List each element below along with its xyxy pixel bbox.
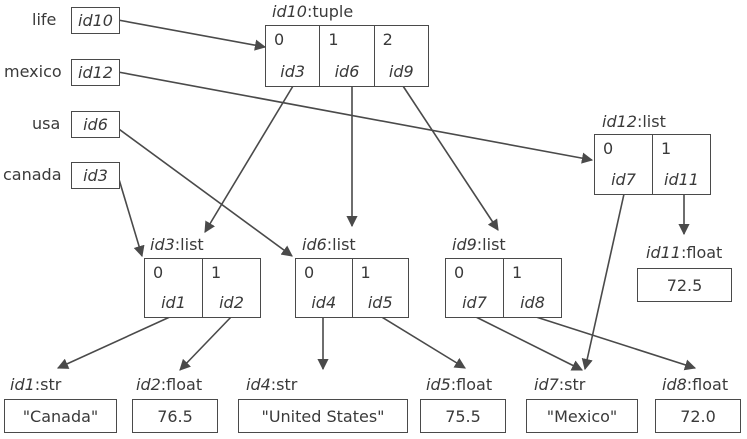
arrow-canada-to-id3 (117, 175, 145, 258)
float-value-id5: 75.5 (420, 399, 506, 433)
float-value-id8: 72.0 (655, 399, 741, 433)
object-caption-id10: id10:tuple (272, 2, 354, 21)
float-value-id2: 76.5 (132, 399, 218, 433)
variable-name-usa: usa (32, 114, 61, 133)
arrow-id9-1-to-id8 (532, 315, 697, 371)
arrow-id9-0-to-id7 (473, 315, 584, 371)
object-caption-id7: id7:str (534, 375, 586, 394)
object-caption-id1: id1:str (10, 375, 62, 394)
object-caption-id12: id12:list (602, 112, 666, 131)
variable-ref-life: id10 (71, 7, 120, 34)
object-caption-id3: id3:list (150, 235, 204, 254)
arrow-id10-0-to-id3 (204, 85, 294, 233)
arrow-id10-2-to-id9 (402, 85, 499, 231)
variable-ref-usa: id6 (71, 111, 120, 138)
arrow-id6-1-to-id5 (379, 315, 466, 369)
arrow-id3-0-to-id1 (56, 315, 173, 369)
object-caption-id11: id11:float (646, 243, 723, 262)
variable-name-mexico: mexico (4, 62, 62, 81)
object-caption-id2: id2:float (136, 375, 203, 394)
object-caption-id5: id5:float (426, 375, 493, 394)
variable-name-canada: canada (3, 165, 62, 184)
object-caption-id9: id9:list (452, 235, 506, 254)
arrow-id12-0-to-id7 (581, 193, 625, 371)
arrow-life-to-id10 (117, 19, 267, 51)
variable-ref-mexico: id12 (71, 59, 120, 86)
object-caption-id4: id4:str (246, 375, 298, 394)
variable-ref-canada: id3 (71, 162, 120, 189)
variable-name-life: life (32, 10, 57, 29)
arrow-mexico-to-id12 (117, 71, 594, 164)
object-caption-id6: id6:list (302, 235, 356, 254)
str-value-id7: "Mexico" (526, 399, 638, 433)
arrow-id3-1-to-id2 (179, 315, 233, 371)
str-value-id4: "United States" (238, 399, 408, 433)
arrow-usa-to-id6 (111, 123, 293, 257)
float-value-id11: 72.5 (637, 268, 732, 302)
object-caption-id8: id8:float (662, 375, 729, 394)
str-value-id1: "Canada" (4, 399, 117, 433)
